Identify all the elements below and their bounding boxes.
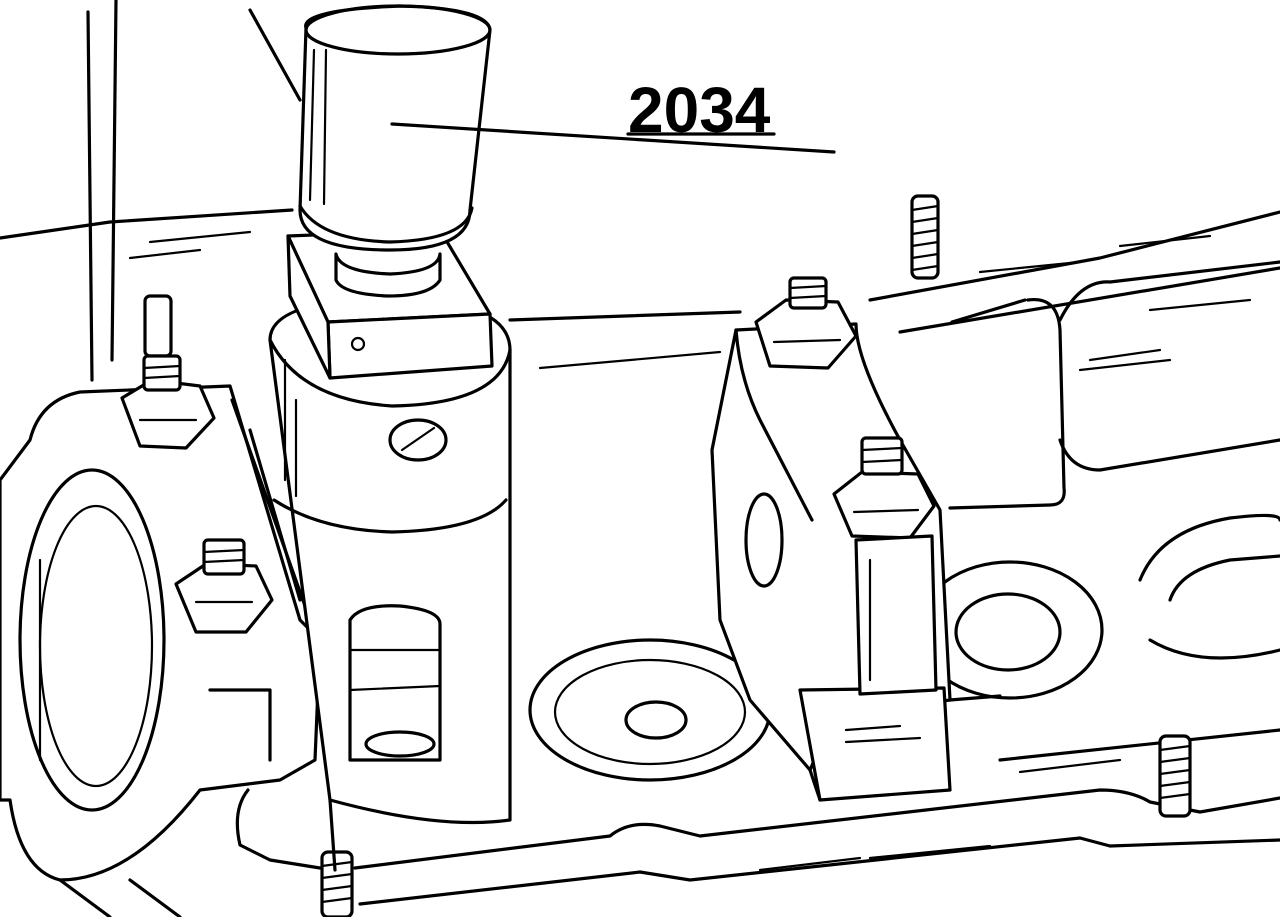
nut-left-lower — [174, 538, 274, 634]
head-lower-edge — [235, 728, 1280, 906]
nut-left-upper — [120, 354, 216, 450]
cylinder-head-top-edge — [0, 208, 1280, 370]
nut-right-upper — [754, 276, 858, 370]
stud-back-left — [143, 294, 173, 358]
tool-base-holder — [268, 296, 512, 872]
nut-right-lower — [832, 436, 938, 696]
tool-square-block — [286, 228, 494, 380]
left-rod — [86, 0, 118, 382]
valve-seats-right — [916, 513, 1280, 700]
stud-front-right — [1158, 734, 1192, 818]
front-bearing-cap — [0, 384, 322, 917]
callout-leader-line — [390, 122, 836, 154]
stud-back-right — [910, 194, 940, 280]
head-plateau — [948, 260, 1280, 510]
tool-shaft-2034 — [298, 4, 492, 298]
stud-front-left — [320, 850, 354, 917]
shaft-edge-line — [248, 8, 302, 102]
